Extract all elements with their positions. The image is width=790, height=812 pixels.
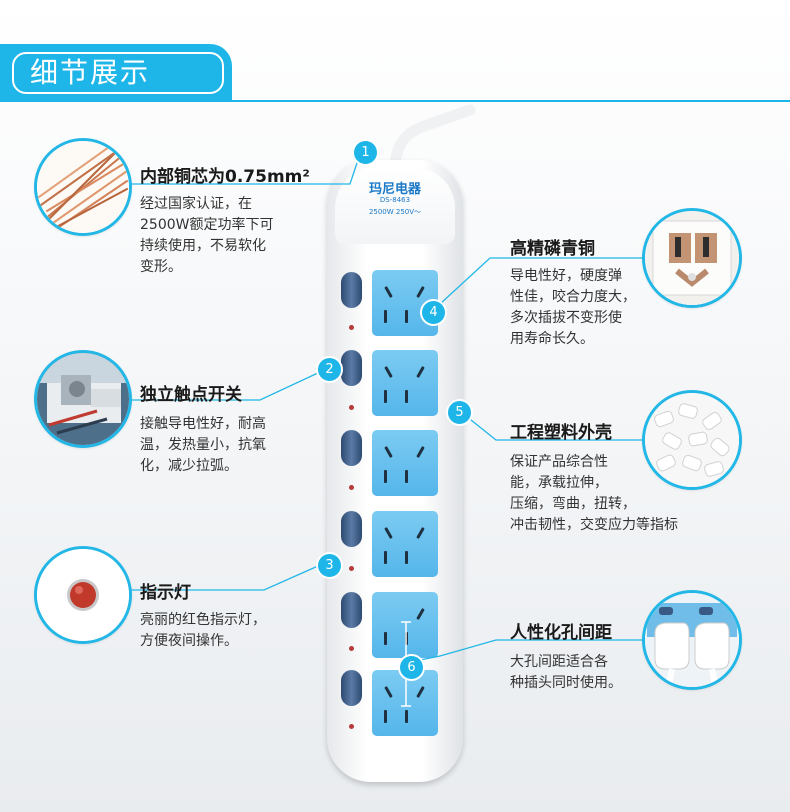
socket-switch[interactable] [341,272,362,308]
phosphor-bronze-icon [642,208,742,308]
strip-brand: 玛尼电器 [368,182,421,197]
callout-badge: 6 [398,654,425,681]
plastic-pellets-icon [642,390,742,490]
feature-title: 指示灯 [140,583,191,603]
callout-badge: 2 [316,356,343,383]
callout-badge: 1 [352,139,379,166]
feature-description: 保证产品综合性 能，承载拉伸， 压缩，弯曲，扭转， 冲击韧性，交变应力等指标 [510,454,678,533]
socket-switch[interactable] [341,511,362,547]
copper-wire-icon [34,138,132,236]
feature-title: 高精磷青铜 [510,239,595,259]
callout-badge: 3 [316,552,343,579]
feature-description: 大孔间距适合各 种插头同时使用。 [510,654,622,691]
feature-title: 内部铜芯为0.75mm² [140,167,310,187]
outlet[interactable] [372,592,438,658]
red-indicator-icon [34,546,132,644]
header-tab-frame [12,52,224,94]
feature-title: 工程塑料外壳 [510,423,612,443]
feature-description: 接触导电性好，耐高 温，发热量小，抗氧 化，减少拉弧。 [140,416,266,474]
feature-title: 人性化孔间距 [510,623,612,643]
strip-model: DS-8463 [379,196,411,204]
plug-spacing-icon [642,590,742,690]
outlet[interactable] [372,430,438,496]
feature-description: 经过国家认证，在 2500W额定功率下可 持续使用，不易软化 变形。 [140,196,274,275]
callout-badge: 4 [420,299,447,326]
indicator-led [349,646,354,651]
feature-title: 独立触点开关 [140,385,242,405]
outlet[interactable] [372,350,438,416]
feature-description: 导电性好，硬度弹 性佳，咬合力度大， 多次插拔不变形使 用寿命长久。 [510,268,636,347]
indicator-led [349,325,354,330]
header-divider [0,100,790,102]
indicator-led [349,485,354,490]
indicator-led [349,566,354,571]
page-title: 细节展示 [30,56,151,89]
switch-contact-icon [34,350,132,448]
socket-switch[interactable] [341,670,362,706]
socket-switch[interactable] [341,350,362,386]
indicator-led [349,405,354,410]
socket-switch[interactable] [341,430,362,466]
outlet[interactable] [372,511,438,577]
feature-description: 亮丽的红色指示灯， 方便夜间操作。 [140,612,266,649]
callout-badge: 5 [446,399,473,426]
indicator-led [349,724,354,729]
strip-rating: 2500W 250V～ [368,208,422,216]
socket-switch[interactable] [341,592,362,628]
outlet[interactable] [372,670,438,736]
strip-label-area [335,168,455,244]
